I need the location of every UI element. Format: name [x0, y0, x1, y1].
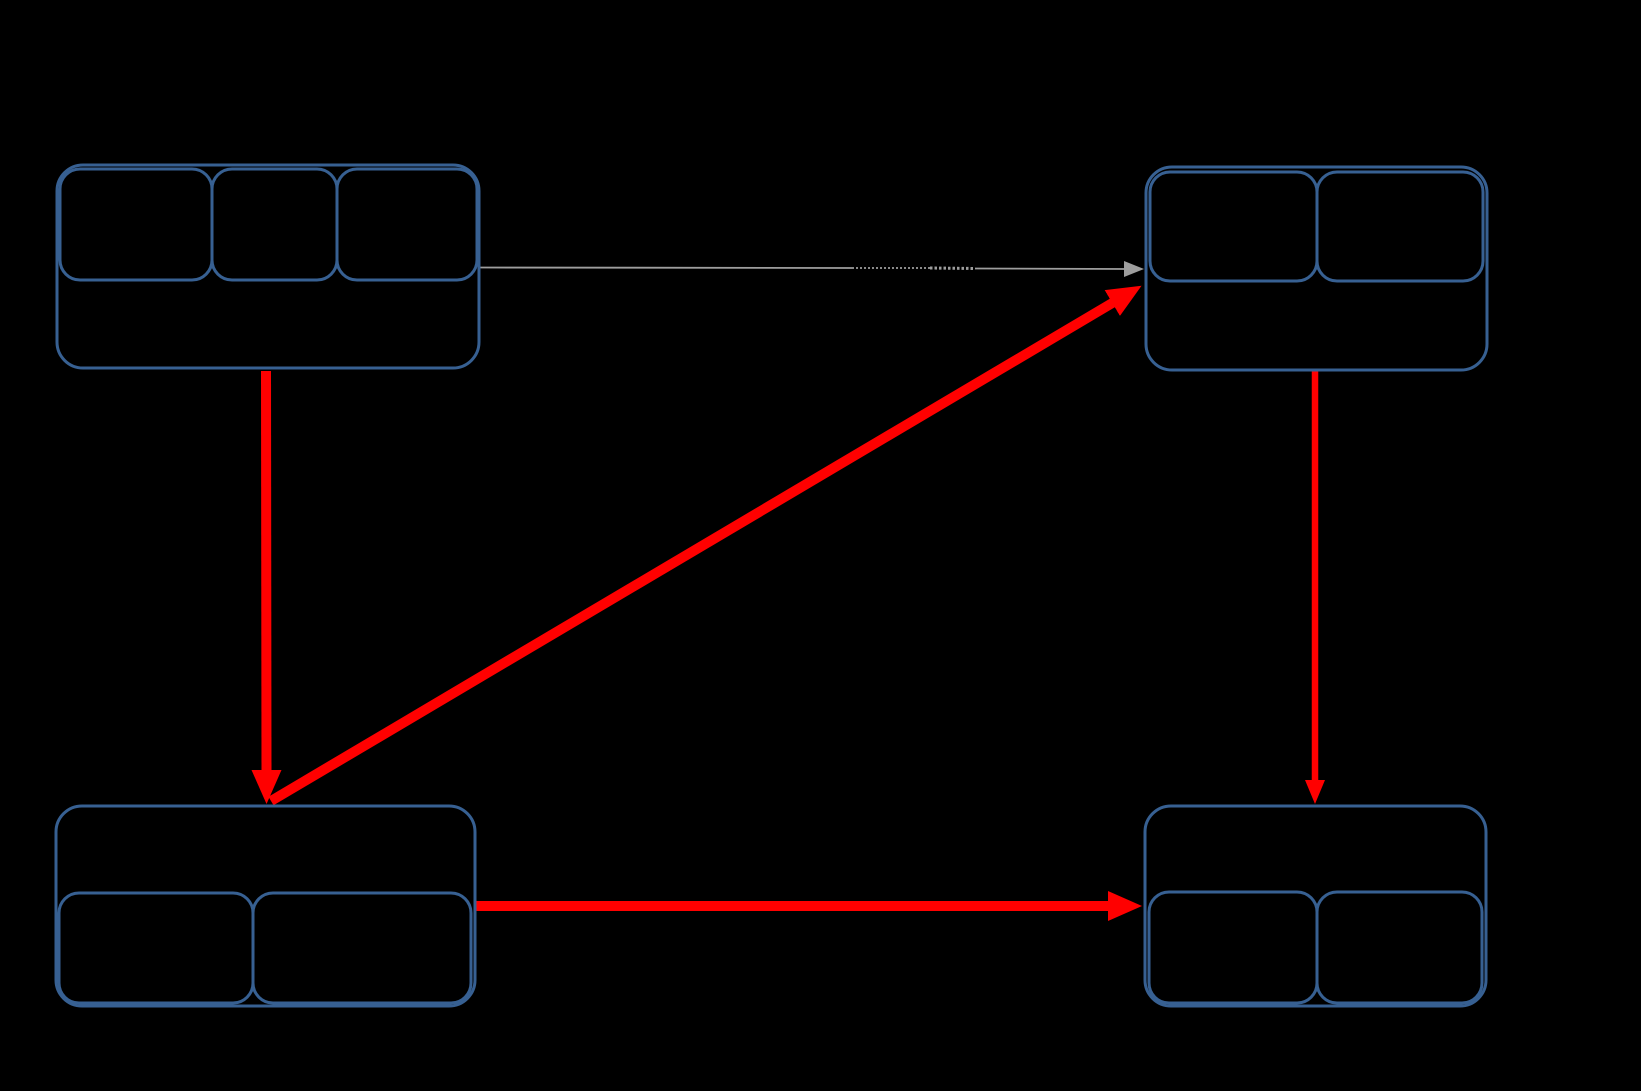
top-left-node	[55, 163, 481, 370]
gray-arrow-segment-ticked	[929, 266, 976, 270]
top-right-node	[1144, 165, 1489, 372]
bottom-right-node-outline	[1143, 804, 1488, 1008]
bottom-right-node	[1143, 804, 1488, 1008]
top-left-node-cell-1	[58, 167, 214, 282]
top-right-node-cell-2	[1315, 170, 1485, 283]
top-left-node-outline	[55, 163, 481, 370]
red-arrow-bottomleft-to-topright	[268, 285, 1142, 806]
bottom-right-node-cell-1	[1147, 890, 1319, 1005]
top-left-node-cell-2	[210, 167, 339, 282]
red-arrow-topleft-to-bottomleft	[251, 370, 282, 804]
bottom-left-node-outline	[54, 804, 477, 1008]
top-right-node-outline	[1144, 165, 1489, 372]
bottom-right-node-cell-2	[1315, 890, 1484, 1005]
bottom-left-node	[54, 804, 477, 1008]
bottom-left-node-cell-2	[251, 891, 473, 1005]
bottom-left-node-cell-1	[57, 891, 255, 1005]
top-left-node-cell-3	[335, 167, 479, 282]
top-right-node-cell-1	[1148, 170, 1319, 283]
gray-arrow-segment-solid-1	[478, 266, 853, 269]
gray-arrow-topleft-to-topright	[478, 260, 1144, 277]
gray-arrow-segment-solid-2	[974, 260, 1144, 277]
